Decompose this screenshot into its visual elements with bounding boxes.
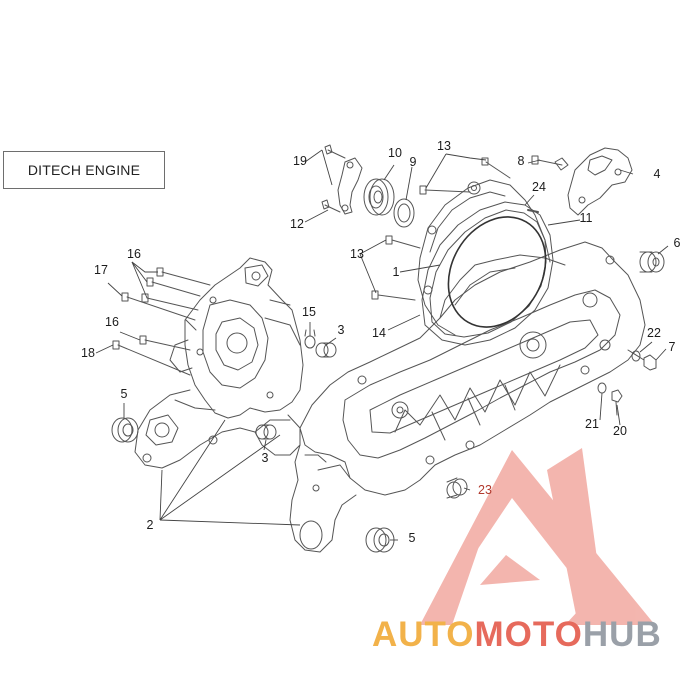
screw-19 [324,144,346,159]
callout-13-upper: 13 [437,138,451,153]
watermark-text-moto: MOTO [474,615,583,654]
callout-1: 1 [392,264,400,279]
callout-12: 12 [290,216,304,231]
bearing-5-left [111,417,139,443]
callout-14: 14 [372,325,386,340]
callout-18: 18 [81,345,95,360]
engine-title: DITECH ENGINE [3,151,165,189]
screw-20 [611,389,623,416]
callout-6: 6 [673,235,681,250]
screw-8 [531,155,569,171]
callout-8: 8 [517,153,525,168]
bracket-plate [337,157,363,215]
dowel-3-upper [315,342,337,358]
bearing-10 [363,178,395,216]
callout-11: 11 [579,210,593,225]
callout-2: 2 [146,517,154,532]
watermark-text: AUTOMOTOHUB [372,615,662,655]
callout-7: 7 [668,339,676,354]
screw-7 [627,349,657,371]
watermark-logo [420,448,655,625]
callout-21: 21 [585,416,599,431]
callout-3-upper: 3 [337,322,345,337]
callout-22: 22 [647,325,661,340]
callout-15: 15 [302,304,316,319]
callout-20: 20 [613,423,627,438]
watermark-triangle-left [420,450,512,625]
leader-lines [95,149,669,541]
left-crankcase-half [134,257,304,469]
watermark-triangle-right [547,448,606,625]
cover-gasket [421,201,554,346]
watermark-triangle-core [480,555,540,585]
callout-10: 10 [388,145,402,160]
dowel-3-lower [255,424,277,440]
oring-seal [447,216,547,328]
screws-13-upper [419,157,511,195]
callout-13-lower: 13 [350,246,364,261]
callout-3-lower: 3 [261,450,269,465]
callout-16-upper: 16 [127,246,141,261]
crankcase-cover [417,179,551,336]
watermark-text-hub: HUB [582,615,662,654]
screws-13-lower [371,235,421,301]
bushing-23 [446,477,468,499]
callout-5-left: 5 [120,386,128,401]
right-crankcase-half [289,241,646,553]
bolts-16-17-18 [112,267,211,376]
seal-9 [393,198,415,228]
callout-4: 4 [653,166,661,181]
callout-16-lower: 16 [105,314,119,329]
bushing-6 [639,251,665,273]
bearing-5-right [365,527,395,553]
callout-17: 17 [94,262,108,277]
callout-5-right: 5 [408,530,416,545]
screw-12 [321,199,341,213]
cover-plate-4 [567,147,633,216]
watermark-triangle-inner [470,520,560,585]
callout-9: 9 [409,154,417,169]
callout-24: 24 [532,179,546,194]
callout-19: 19 [293,153,307,168]
callout-23: 23 [478,482,492,497]
watermark-text-auto: AUTO [372,615,475,654]
washer-21 [597,382,607,394]
